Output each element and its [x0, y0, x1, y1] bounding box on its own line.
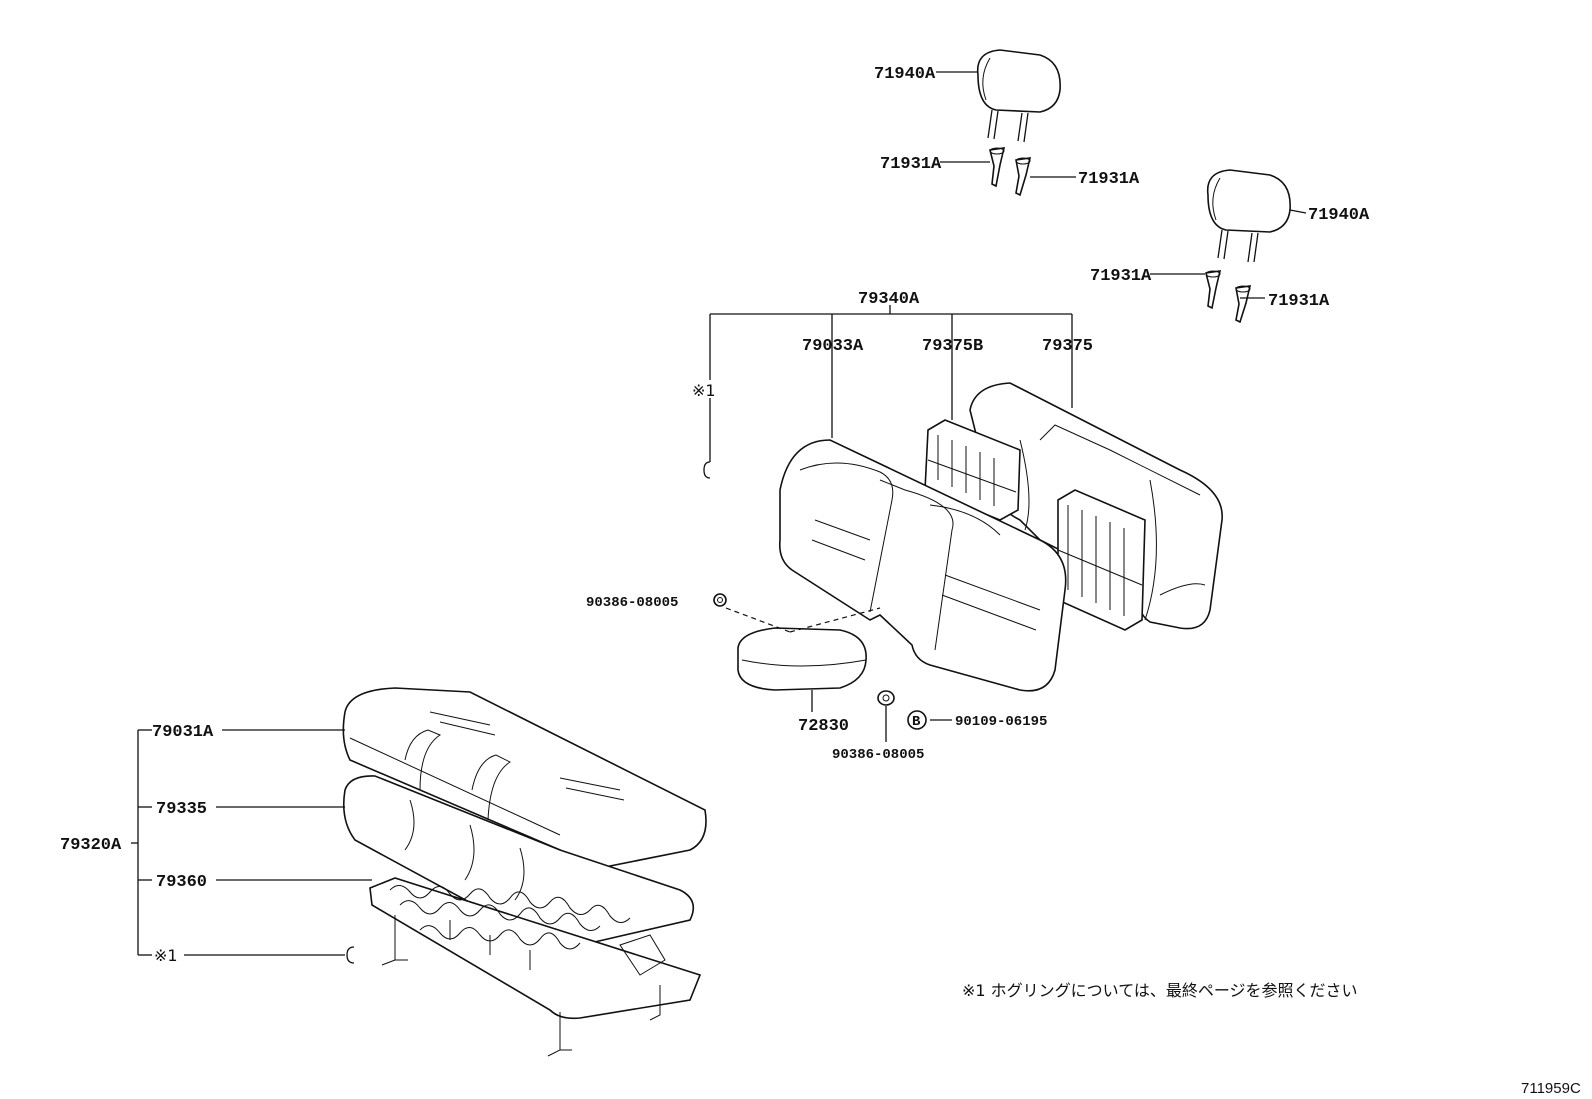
label-bolt: 90109-06195 — [955, 714, 1047, 730]
bolt-badge-circle — [907, 710, 927, 730]
label-back-cover: 79033A — [802, 337, 864, 356]
support-2-drawing — [1205, 270, 1252, 324]
cushion-cover-drawing — [342, 687, 707, 871]
label-hog-ring-cushion: ※1 — [154, 946, 178, 965]
label-armrest: 72830 — [798, 717, 849, 736]
cushion-frame-drawing — [369, 877, 702, 1057]
label-support-2b: 71931A — [1268, 292, 1330, 311]
label-headrest-1: 71940A — [874, 65, 936, 84]
label-headrest-2: 71940A — [1308, 206, 1370, 225]
label-back-assy: 79340A — [858, 290, 920, 309]
label-nut-lower: 90386-08005 — [832, 747, 924, 763]
cushion-pad-drawing — [342, 775, 695, 951]
label-cushion-cover: 79031A — [152, 723, 214, 742]
label-hog-ring-back: ※1 — [692, 381, 716, 400]
seatback-cover-drawing — [778, 439, 1067, 692]
diagram-code: 711959C — [1521, 1080, 1581, 1097]
headrest-2-drawing — [1206, 169, 1291, 263]
label-support-1b: 71931A — [1078, 170, 1140, 189]
label-back-pad: 79375 — [1042, 337, 1093, 356]
seatback-pad-drawing — [1057, 489, 1146, 631]
armrest-drawing — [725, 607, 881, 691]
leader-lines — [131, 71, 1307, 964]
label-support-1a: 71931A — [880, 155, 942, 174]
label-support-2a: 71931A — [1090, 267, 1152, 286]
label-cushion-pad: 79335 — [156, 800, 207, 819]
headrest-1-drawing — [976, 49, 1061, 143]
nut-upper-drawing — [713, 593, 727, 607]
label-back-pad-b: 79375B — [922, 337, 983, 356]
label-nut-upper: 90386-08005 — [586, 595, 678, 611]
label-cushion-frame: 79360 — [156, 873, 207, 892]
footnote: ※1 ホグリングについては、最終ページを参照ください — [962, 981, 1358, 1000]
label-cushion-assy: 79320A — [60, 836, 122, 855]
label-bolt-badge: B — [912, 714, 921, 730]
nut-lower-drawing — [877, 690, 895, 706]
support-1-drawing — [989, 147, 1032, 197]
